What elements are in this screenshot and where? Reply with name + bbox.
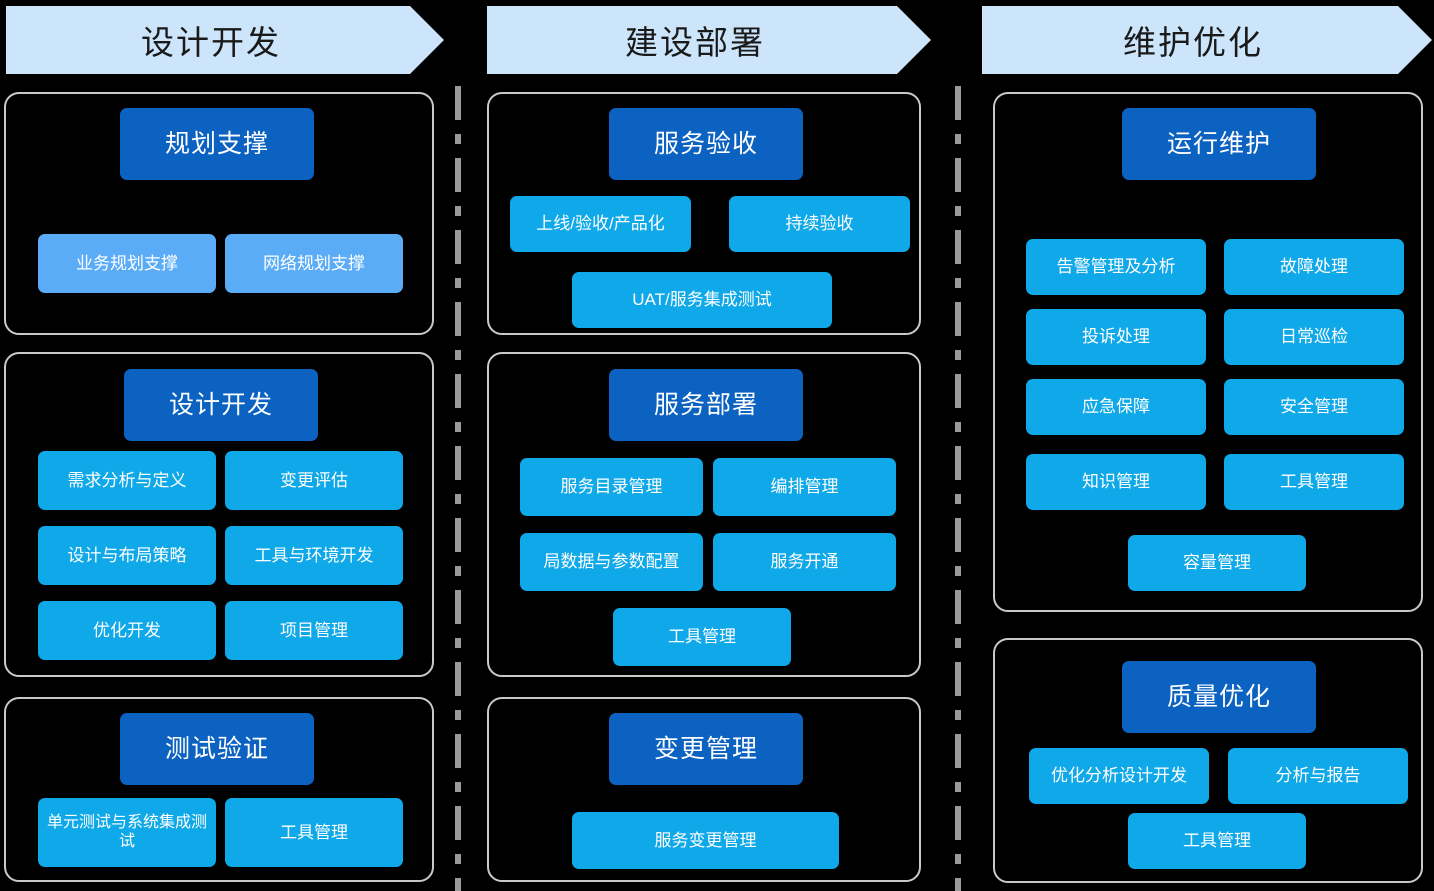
column-divider-1 bbox=[455, 86, 461, 891]
group-title-box[interactable]: 服务部署 bbox=[609, 369, 803, 441]
item-box[interactable]: 工具管理 bbox=[1224, 454, 1404, 510]
item-box[interactable]: 单元测试与系统集成测试 bbox=[38, 798, 216, 867]
phase-header-label: 建设部署 bbox=[625, 24, 765, 61]
group-title-box[interactable]: 运行维护 bbox=[1122, 108, 1316, 180]
group-title-box[interactable]: 规划支撑 bbox=[120, 108, 314, 180]
item-box[interactable]: 安全管理 bbox=[1224, 379, 1404, 435]
item-box[interactable]: 服务开通 bbox=[713, 533, 896, 591]
item-box[interactable]: 投诉处理 bbox=[1026, 309, 1206, 365]
item-box[interactable]: 工具管理 bbox=[613, 608, 791, 666]
item-box[interactable]: 持续验收 bbox=[729, 196, 910, 252]
item-box[interactable]: 局数据与参数配置 bbox=[520, 533, 703, 591]
item-box[interactable]: 应急保障 bbox=[1026, 379, 1206, 435]
item-box[interactable]: 网络规划支撑 bbox=[225, 234, 403, 293]
item-box[interactable]: 工具管理 bbox=[1128, 813, 1306, 869]
group-title-box[interactable]: 变更管理 bbox=[609, 713, 803, 785]
phase-header-label: 维护优化 bbox=[1123, 24, 1263, 61]
item-box[interactable]: 业务规划支撑 bbox=[38, 234, 216, 293]
item-box[interactable]: 设计与布局策略 bbox=[38, 526, 216, 585]
column-divider-2 bbox=[955, 86, 961, 891]
group-title-box[interactable]: 服务验收 bbox=[609, 108, 803, 180]
item-box[interactable]: UAT/服务集成测试 bbox=[572, 272, 832, 328]
group-title-box[interactable]: 质量优化 bbox=[1122, 661, 1316, 733]
item-box[interactable]: 服务目录管理 bbox=[520, 458, 703, 516]
phase-header-construction-deployment: 建设部署 bbox=[487, 6, 931, 74]
item-box[interactable]: 知识管理 bbox=[1026, 454, 1206, 510]
group-title-box[interactable]: 测试验证 bbox=[120, 713, 314, 785]
item-box[interactable]: 服务变更管理 bbox=[572, 812, 839, 869]
item-box[interactable]: 工具与环境开发 bbox=[225, 526, 403, 585]
item-box[interactable]: 项目管理 bbox=[225, 601, 403, 660]
item-box[interactable]: 故障处理 bbox=[1224, 239, 1404, 295]
item-box[interactable]: 优化分析设计开发 bbox=[1029, 748, 1209, 804]
phase-header-label: 设计开发 bbox=[141, 24, 281, 61]
item-box[interactable]: 优化开发 bbox=[38, 601, 216, 660]
item-box[interactable]: 上线/验收/产品化 bbox=[510, 196, 691, 252]
item-box[interactable]: 容量管理 bbox=[1128, 535, 1306, 591]
item-box[interactable]: 编排管理 bbox=[713, 458, 896, 516]
item-box[interactable]: 需求分析与定义 bbox=[38, 451, 216, 510]
phase-header-design-development: 设计开发 bbox=[6, 6, 444, 74]
group-title-box[interactable]: 设计开发 bbox=[124, 369, 318, 441]
item-box[interactable]: 分析与报告 bbox=[1228, 748, 1408, 804]
phase-header-maintenance-optimization: 维护优化 bbox=[982, 6, 1432, 74]
item-box[interactable]: 告警管理及分析 bbox=[1026, 239, 1206, 295]
item-box[interactable]: 变更评估 bbox=[225, 451, 403, 510]
item-box[interactable]: 工具管理 bbox=[225, 798, 403, 867]
item-box[interactable]: 日常巡检 bbox=[1224, 309, 1404, 365]
